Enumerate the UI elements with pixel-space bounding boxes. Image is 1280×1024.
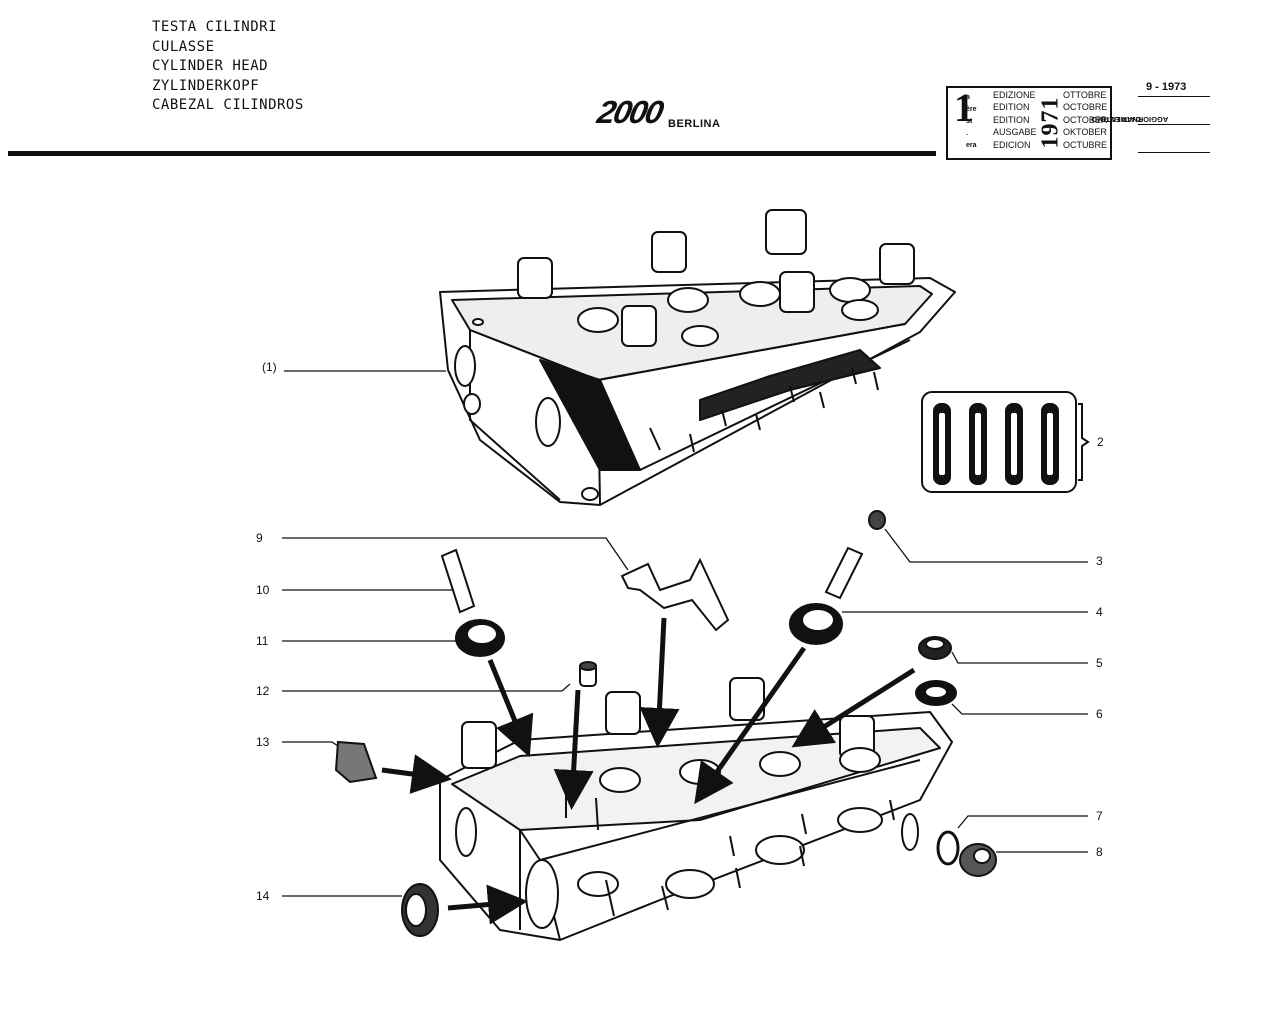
callout-1: (1) bbox=[262, 360, 277, 374]
part-seat-ring-small bbox=[455, 619, 505, 657]
part-cap bbox=[334, 740, 378, 784]
callout-12: 12 bbox=[256, 684, 270, 698]
edition-words: EDIZIONE EDITION EDITION AUSGABE EDICION bbox=[993, 90, 1037, 150]
title-es: CABEZAL CILINDROS bbox=[152, 97, 304, 113]
callout-8: 8 bbox=[1096, 845, 1103, 859]
callout-2: 2 bbox=[1097, 435, 1104, 449]
title-en: CYLINDER HEAD bbox=[152, 58, 269, 74]
update-value: 9 - 1973 bbox=[1146, 81, 1187, 93]
part-dowel bbox=[579, 661, 597, 687]
update-line-2 bbox=[1138, 124, 1210, 125]
part-valve-seat-ring bbox=[789, 603, 843, 645]
title-de: ZYLINDERKOPF bbox=[152, 77, 260, 94]
part-gasket-washer bbox=[915, 680, 957, 706]
title-fr: CULASSE bbox=[152, 38, 215, 55]
edition-months: OTTOBRE OCTOBRE OCTOBER OKTOBER OCTUBRE bbox=[1063, 90, 1108, 150]
model-subtitle: BERLINA bbox=[668, 118, 721, 130]
callout-10: 10 bbox=[256, 583, 270, 597]
part-threaded-plug bbox=[959, 843, 997, 877]
part-valve-guide-seal bbox=[824, 510, 886, 600]
update-line-3 bbox=[1138, 152, 1210, 153]
edition-box bbox=[946, 86, 1112, 160]
title-block: TESTA CILINDRI CULASSE CYLINDER HEAD ZYL… bbox=[152, 18, 304, 116]
callout-5: 5 bbox=[1096, 656, 1103, 670]
title-it: TESTA CILINDRI bbox=[152, 19, 278, 35]
part-oring bbox=[936, 830, 960, 866]
edition-number: 1 bbox=[954, 85, 974, 130]
part-plug bbox=[918, 636, 952, 660]
part-bracket bbox=[620, 557, 730, 632]
valve-guides-group bbox=[921, 391, 1090, 493]
part-sleeve bbox=[440, 548, 476, 614]
callout-6: 6 bbox=[1096, 707, 1103, 721]
part-large-plug bbox=[401, 883, 439, 937]
callout-7: 7 bbox=[1096, 809, 1103, 823]
callout-4: 4 bbox=[1096, 605, 1103, 619]
callout-9: 9 bbox=[256, 531, 263, 545]
header-rule bbox=[8, 151, 936, 156]
edition-ordinals: a ère st . era bbox=[966, 94, 977, 149]
update-line-1 bbox=[1138, 96, 1210, 97]
assembly-arrows bbox=[381, 617, 916, 925]
callout-11: 11 bbox=[256, 634, 269, 648]
cylinder-head-assembly-top bbox=[439, 209, 956, 506]
callout-3: 3 bbox=[1096, 554, 1103, 568]
callout-14: 14 bbox=[256, 889, 270, 903]
leader-lines bbox=[282, 370, 1088, 897]
callout-13: 13 bbox=[256, 735, 270, 749]
